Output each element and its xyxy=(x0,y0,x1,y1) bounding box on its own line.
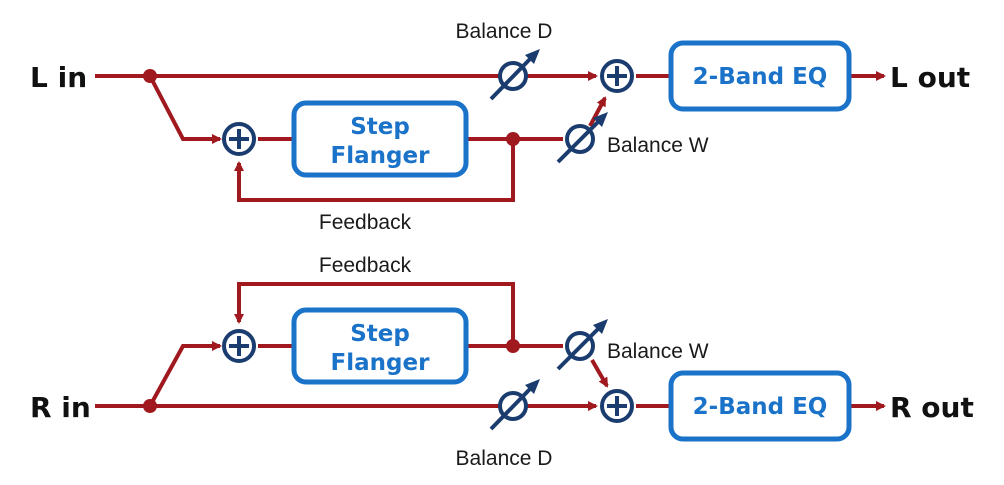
right-feedback-sum-icon xyxy=(222,329,256,363)
left-feedback-node xyxy=(506,132,520,146)
right-split-node xyxy=(143,399,157,413)
left-wet-to-sum xyxy=(588,96,607,127)
right-wet-to-sum xyxy=(590,359,609,388)
left-eq-block: 2-Band EQ xyxy=(668,40,852,112)
left-balance-wet-label: Balance W xyxy=(607,134,709,157)
right-step-flanger-block: Step Flanger xyxy=(291,307,469,385)
right-input-label: R in xyxy=(30,391,91,424)
left-split-path xyxy=(148,75,222,144)
left-output-label: L out xyxy=(890,61,970,94)
right-balance-dry-label: Balance D xyxy=(456,447,553,470)
left-channel: L in L out Step Flanger 2-Band EQ xyxy=(30,20,970,234)
right-feedback-node xyxy=(506,339,520,353)
left-balance-wet-knob-icon xyxy=(556,112,608,164)
left-effect-label-line1: Step xyxy=(350,114,410,140)
left-split-node xyxy=(143,69,157,83)
left-effect-label-line2: Flanger xyxy=(331,143,431,169)
right-feedback-loop xyxy=(234,282,515,346)
right-effect-label-line2: Flanger xyxy=(331,350,431,376)
right-channel: R in R out Step Flanger 2-Band EQ xyxy=(30,254,974,470)
right-balance-wet-label: Balance W xyxy=(607,340,709,363)
left-feedback-sum-icon xyxy=(222,122,256,156)
right-output-label: R out xyxy=(890,391,974,424)
right-effect-label-line1: Step xyxy=(350,321,410,347)
right-mix-sum-icon xyxy=(600,389,634,423)
right-balance-wet-knob-icon xyxy=(556,319,608,371)
left-feedback-label: Feedback xyxy=(319,211,412,234)
left-balance-dry-label: Balance D xyxy=(456,20,553,43)
left-input-label: L in xyxy=(30,61,87,94)
left-eq-label: 2-Band EQ xyxy=(693,64,828,90)
left-mix-sum-icon xyxy=(600,59,634,93)
right-split-path xyxy=(148,341,222,407)
right-eq-label: 2-Band EQ xyxy=(693,394,828,420)
right-eq-block: 2-Band EQ xyxy=(668,370,852,442)
left-step-flanger-block: Step Flanger xyxy=(291,100,469,178)
right-balance-dry-knob-icon xyxy=(489,379,540,431)
right-feedback-label: Feedback xyxy=(319,254,412,277)
left-balance-dry-knob-icon xyxy=(489,49,540,101)
left-feedback-loop xyxy=(234,139,515,202)
